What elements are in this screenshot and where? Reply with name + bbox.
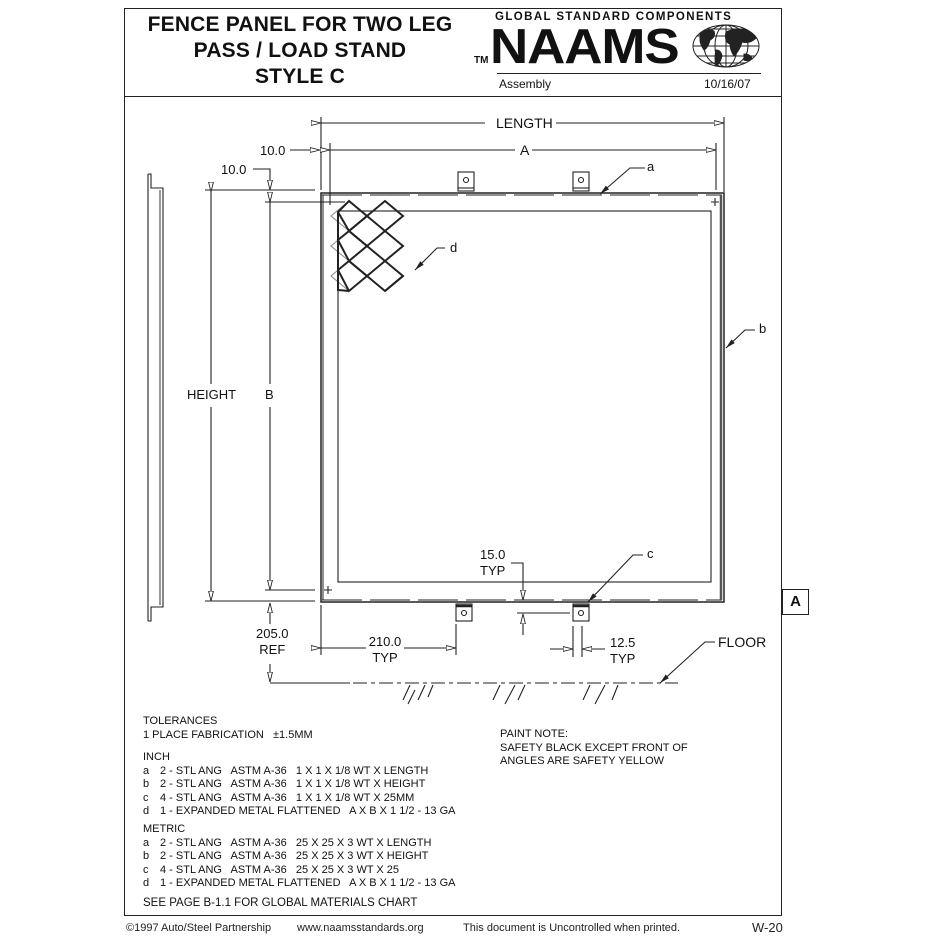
tolerances-line: 1 PLACE FABRICATION ±1.5MM	[143, 729, 313, 741]
view-label-box: A	[782, 589, 809, 615]
logo-underline	[497, 73, 761, 74]
dim-tab-width-label: TYP	[610, 651, 636, 666]
brand-tagline: GLOBAL STANDARD COMPONENTS	[495, 11, 733, 23]
brand-name: NAAMS	[490, 20, 680, 74]
paint-note-line-2: ANGLES ARE SAFETY YELLOW	[500, 755, 665, 767]
callout-a: a	[647, 159, 655, 174]
footer-copyright: ©1997 Auto/Steel Partnership	[126, 922, 272, 934]
page-number: W-20	[752, 920, 783, 935]
dim-b: B	[265, 387, 274, 402]
dim-tab-width-value: 12.5	[610, 635, 636, 650]
dim-tab-offset-value: 15.0	[480, 547, 506, 562]
paint-note-title: PAINT NOTE:	[500, 728, 569, 740]
dim-ref-value: 205.0	[256, 626, 289, 641]
callout-b: b	[759, 321, 767, 336]
title-line-1: FENCE PANEL FOR TWO LEG	[147, 13, 453, 36]
footer-disclaimer: This document is Uncontrolled when print…	[463, 922, 681, 934]
revision-date: 10/16/07	[704, 77, 751, 91]
dim-height: HEIGHT	[187, 387, 237, 402]
category-label: Assembly	[499, 77, 552, 91]
tolerances-title: TOLERANCES	[143, 715, 218, 727]
dim-tab-width: 12.5 TYP	[610, 635, 635, 667]
dim-ref: 205.0 REF	[256, 626, 289, 658]
trademark: TM	[474, 55, 489, 66]
callout-floor: FLOOR	[718, 634, 767, 650]
dim-ref-label: REF	[259, 642, 286, 657]
dim-tab-offset-label: TYP	[480, 563, 506, 578]
see-page-note: SEE PAGE B-1.1 FOR GLOBAL MATERIALS CHAR…	[143, 897, 418, 909]
header-divider	[124, 96, 782, 97]
inch-title: INCH	[143, 751, 170, 763]
dim-a: A	[517, 142, 533, 158]
title-line-3: STYLE C	[254, 65, 346, 88]
drawing-frame	[124, 8, 782, 916]
dim-tab-spacing-value: 210.0	[368, 634, 402, 649]
callout-d: d	[450, 240, 458, 255]
dim-offset-y: 10.0	[221, 162, 247, 177]
page-title: FENCE PANEL FOR TWO LEG PASS / LOAD STAN…	[130, 12, 470, 90]
footer-website[interactable]: www.naamsstandards.org	[297, 922, 424, 934]
dim-tab-offset: 15.0 TYP	[480, 547, 505, 579]
dim-offset-x: 10.0	[260, 143, 286, 158]
title-line-2: PASS / LOAD STAND	[193, 39, 407, 62]
paint-note-line-1: SAFETY BLACK EXCEPT FRONT OF	[500, 742, 688, 754]
dim-tab-spacing-label: TYP	[372, 650, 398, 665]
dim-tab-spacing: 210.0 TYP	[366, 634, 404, 666]
metric-title: METRIC	[143, 823, 186, 835]
dim-length: LENGTH	[493, 115, 556, 131]
callout-c: c	[647, 546, 654, 561]
